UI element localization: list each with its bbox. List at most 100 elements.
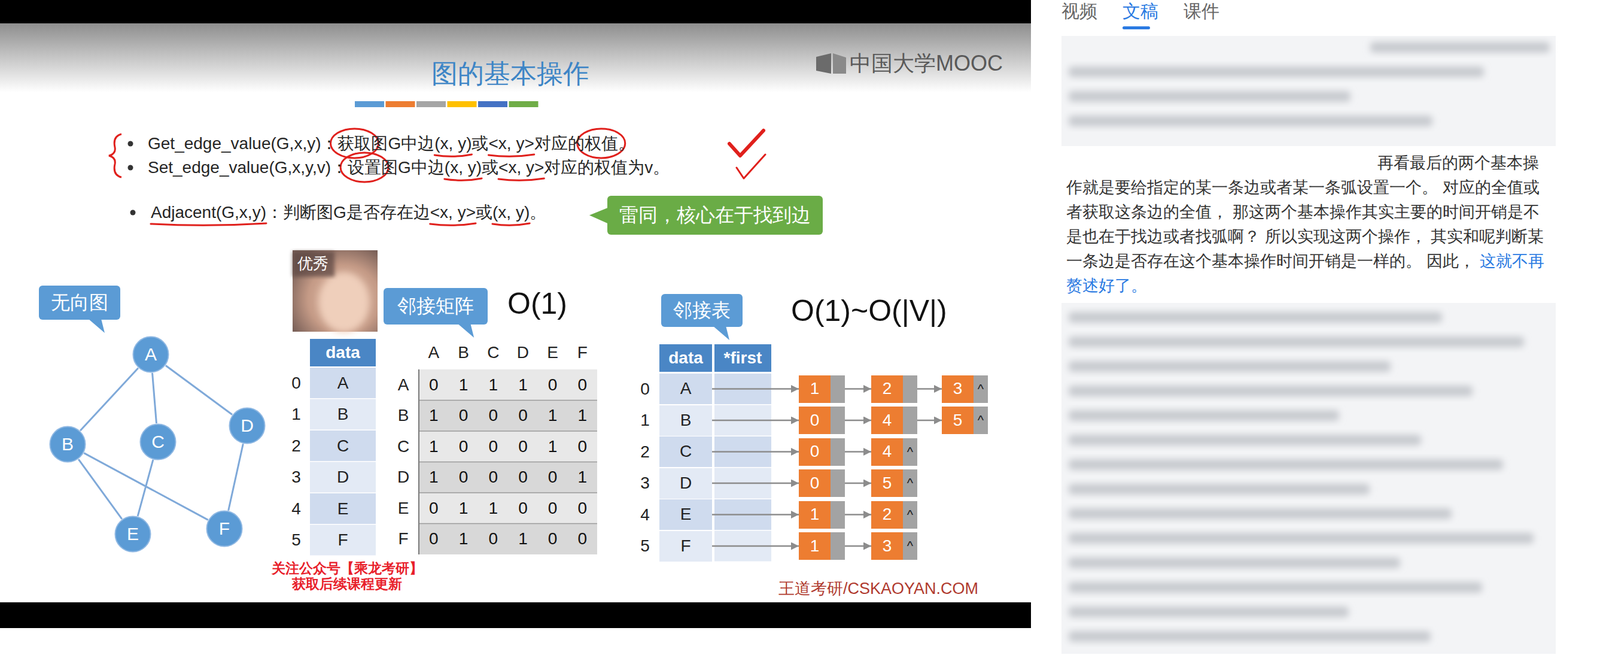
- hand-underline: [430, 223, 476, 225]
- table-header: data: [325, 342, 361, 363]
- video-bar: [0, 0, 1031, 24]
- color-bar: [354, 101, 539, 108]
- null-pointer: ^: [902, 500, 918, 529]
- hand-underline: [150, 223, 267, 225]
- vertex-cell: D: [659, 467, 713, 499]
- tab-label: 课件: [1183, 1, 1220, 23]
- complexity-text: O(1)~O(|V|): [791, 293, 948, 329]
- tab-label: 文稿: [1122, 1, 1159, 23]
- matrix-cell: 0: [548, 467, 558, 487]
- operation-text: Set_edge_value(G,x,y,v)：设置图G中边(x, y)或<x,…: [147, 157, 670, 178]
- matrix-cell: 0: [488, 405, 498, 425]
- matrix-rule: [418, 430, 598, 432]
- matrix-column-header: E: [546, 342, 559, 363]
- matrix-cell: 0: [578, 436, 588, 456]
- matrix-cell: 0: [458, 405, 469, 425]
- matrix-cell: 0: [578, 375, 588, 395]
- table-cell: [309, 493, 376, 524]
- bullet-dot: [130, 210, 136, 216]
- table-header-cell: [714, 344, 772, 372]
- list-pointer: [917, 387, 942, 390]
- matrix-row: [418, 430, 598, 462]
- vertex-name: C: [151, 431, 165, 453]
- edge-list-node: 5^: [941, 406, 988, 434]
- tables: [309, 338, 772, 562]
- matrix-cell: 0: [518, 405, 528, 425]
- matrix-cell: 1: [548, 436, 558, 456]
- matrix-rule: [418, 491, 598, 494]
- table-header: *first: [724, 348, 763, 368]
- list-pointer: [712, 419, 799, 422]
- adjacent-index: 1: [798, 531, 831, 560]
- matrix-column-header: B: [457, 342, 470, 363]
- matrix-cell: 0: [578, 528, 588, 549]
- matrix-row: [418, 400, 598, 432]
- vertex-name: F: [218, 518, 230, 540]
- edge-list-node: 4^: [871, 437, 918, 466]
- watermark: 王道考研/CSKAOYAN.COM: [778, 579, 979, 598]
- blurred-transcript: [1061, 41, 1556, 642]
- vertex-circle: [115, 516, 151, 552]
- hand-underline: [498, 178, 544, 181]
- matrix-column-header: A: [428, 342, 440, 363]
- matrix-column-header: D: [516, 342, 529, 363]
- table-cell: [309, 399, 376, 430]
- tab-underline: [1122, 26, 1151, 30]
- adjacent-index: 5: [941, 406, 974, 434]
- list-pointer: [712, 482, 799, 485]
- slide-top-shade: [0, 23, 1031, 93]
- edge-list-node: 1: [798, 375, 845, 403]
- slide-title: 图的基本操作: [431, 58, 590, 90]
- photo-thumbnail: [292, 250, 378, 333]
- matrix-cell: 1: [488, 498, 498, 518]
- list-pointer: [844, 450, 872, 453]
- node-text: B: [680, 410, 692, 430]
- transcript-paragraph: 再看最后的两个基本操作就是要给指定的某一条边或者某一条弧设置一个。 对应的全值或…: [1066, 150, 1554, 298]
- row-index: 5: [291, 530, 301, 550]
- adjacent-index: 1: [798, 375, 831, 403]
- transcript-highlight: [1061, 145, 1556, 303]
- color-bar-segment: [509, 101, 539, 108]
- row-index: 3: [640, 473, 650, 493]
- matrix-cell: 0: [518, 436, 528, 456]
- edge-list-node: 0: [798, 469, 845, 497]
- matrix-cell: 0: [518, 467, 528, 487]
- graph-edge: [83, 452, 208, 520]
- list-pointer: [712, 387, 799, 390]
- matrix-cell: 0: [548, 498, 558, 518]
- table-cell: [309, 430, 376, 461]
- vertex-circle: [50, 426, 86, 462]
- vertex-name: B: [61, 433, 74, 455]
- vertex-name: E: [126, 523, 139, 545]
- video-bar: [0, 601, 1031, 628]
- matrix-cell: 0: [429, 375, 439, 395]
- matrix-cell: 0: [548, 375, 558, 395]
- matrix-cell: 1: [458, 375, 469, 395]
- list-pointer: [844, 513, 872, 516]
- hand-bracket: [108, 134, 122, 178]
- adjacent-index: 0: [798, 437, 831, 466]
- operation-text: Adjacent(G,x,y)：判断图G是否存在边<x, y>或(x, y)。: [150, 202, 547, 222]
- callout-body: [607, 195, 823, 235]
- matrix-cell: 0: [488, 436, 498, 456]
- callout-tail: [589, 207, 609, 224]
- blurred-line: [1068, 483, 1370, 495]
- row-index: 4: [640, 504, 650, 524]
- table-cell: B: [337, 404, 349, 424]
- logo-icon-leaf: [816, 53, 832, 74]
- node-text: D: [679, 473, 692, 493]
- node-text: 无向图: [50, 291, 109, 314]
- matrix-cell: 1: [429, 467, 439, 487]
- null-pointer: ^: [973, 375, 988, 403]
- blurred-line: [1068, 115, 1433, 127]
- null-pointer: ^: [902, 531, 918, 560]
- row-index: 2: [291, 435, 301, 455]
- hand-underline: [434, 154, 472, 157]
- callout-body: [661, 293, 743, 327]
- edge-list-node: 0: [798, 437, 845, 466]
- graph-vertex: B: [49, 425, 87, 463]
- matrix-row: [418, 369, 598, 401]
- node-text: 邻接表: [673, 299, 731, 322]
